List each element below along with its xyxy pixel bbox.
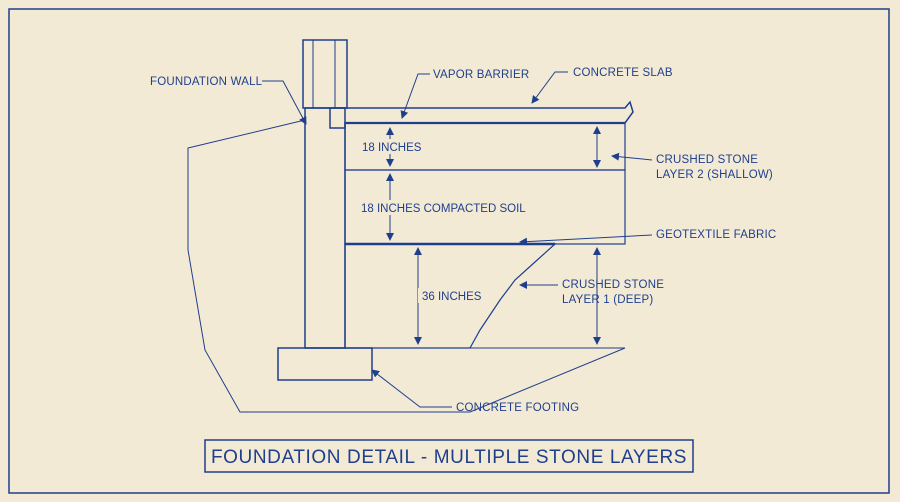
dim-bg-shallow — [360, 139, 424, 154]
label-concrete-footing: CONCRETE FOOTING — [456, 402, 579, 414]
dim-bg-deep — [418, 288, 488, 303]
label-crushed-stone-1-line2: LAYER 1 (DEEP) — [562, 294, 653, 306]
drawing-title: FOUNDATION DETAIL - MULTIPLE STONE LAYER… — [211, 447, 687, 468]
label-crushed-stone-1-line1: CRUSHED STONE — [562, 279, 664, 291]
foundation-wall — [304, 107, 346, 349]
dim-deep-stone: 36 INCHES — [422, 291, 482, 303]
wall-above-grade — [302, 39, 348, 109]
leader-concrete-slab — [531, 71, 568, 104]
dim-bg-soil — [358, 200, 530, 215]
dim-shallow-stone: 18 INCHES — [362, 142, 422, 154]
label-crushed-stone-2-line2: LAYER 2 (SHALLOW) — [656, 169, 773, 181]
leader-geotextile — [519, 234, 653, 246]
label-vapor-barrier: VAPOR BARRIER — [433, 69, 529, 81]
native-soil — [187, 119, 626, 413]
drawing-border — [8, 8, 890, 494]
label-geotextile-fabric: GEOTEXTILE FABRIC — [656, 229, 776, 241]
leader-concrete-footing — [371, 369, 452, 408]
dim-compacted-soil: 18 INCHES COMPACTED SOIL — [361, 203, 526, 215]
label-crushed-stone-2-line1: CRUSHED STONE — [656, 154, 758, 166]
title-box — [204, 439, 694, 473]
leader-foundation-wall — [262, 80, 307, 125]
label-concrete-slab: CONCRETE SLAB — [573, 67, 673, 79]
label-foundation-wall: FOUNDATION WALL — [150, 76, 263, 88]
concrete-footing — [277, 347, 373, 381]
crushed-stone-layer-1 — [344, 243, 557, 349]
leader-vapor-barrier — [400, 73, 430, 119]
leader-crushed-stone-2 — [611, 152, 653, 161]
wall-core — [312, 39, 336, 109]
